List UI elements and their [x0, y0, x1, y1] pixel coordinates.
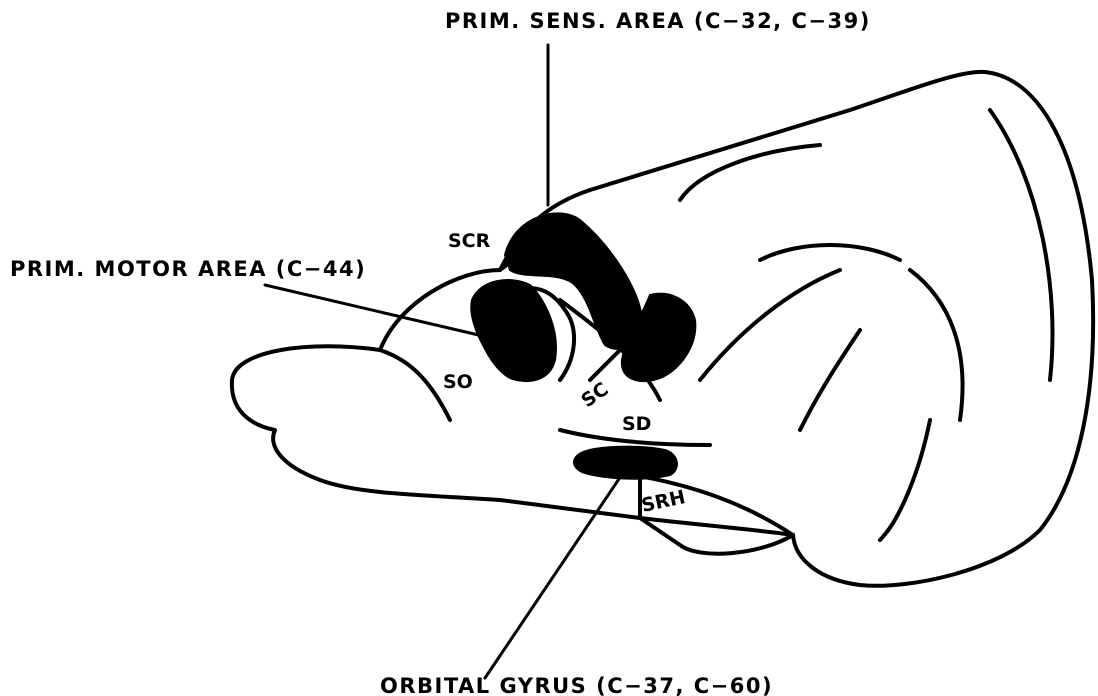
orbital-gyrus-shape [574, 447, 677, 479]
sulcus-occipital-2 [880, 420, 930, 540]
sulcus-parietal-3 [800, 330, 860, 430]
scr-label: SCR [448, 230, 491, 252]
sulcus-parietal-1 [680, 145, 820, 200]
sulcus-occipital-outer [990, 110, 1053, 380]
sulcus-occipital-1 [910, 270, 963, 420]
prim-motor-area-label: PRIM. MOTOR AREA (C−44) [10, 257, 366, 281]
so-label: SO [443, 371, 473, 393]
srh-label: SRH [639, 486, 687, 517]
sd-label: SD [622, 413, 651, 435]
orbital-gyrus-label: ORBITAL GYRUS (C−37, C−60) [380, 674, 773, 696]
sulcus-parietal-2 [700, 270, 840, 380]
sulcus-so [380, 350, 450, 420]
sc-label: SC [577, 378, 612, 412]
sulcus-temporal [760, 245, 900, 260]
prim-sens-area-label: PRIM. SENS. AREA (C−32, C−39) [445, 9, 871, 33]
motor-area-leader [265, 285, 500, 340]
